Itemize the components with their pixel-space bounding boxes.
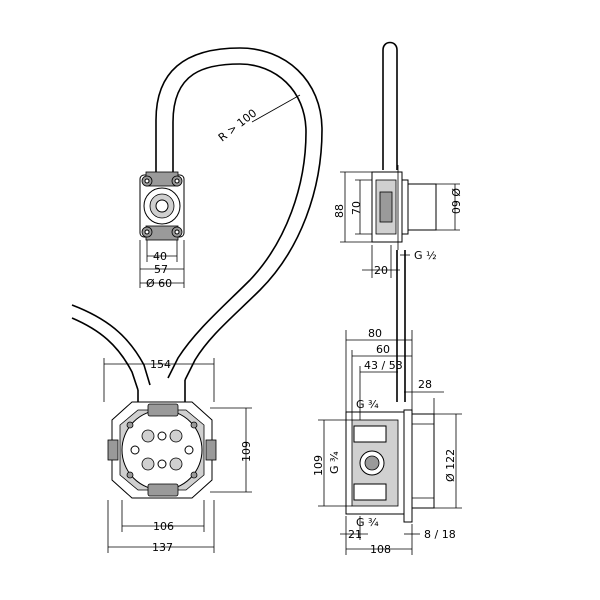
- dim-137: 137: [152, 541, 173, 554]
- side-view-top: [371, 41, 437, 250]
- dim-154: 154: [150, 358, 171, 371]
- front-connector-dims: [139, 240, 185, 288]
- dim-57: 57: [154, 263, 168, 276]
- dim-60-b: 60: [376, 343, 390, 356]
- box-front-dims: [103, 358, 252, 553]
- dim-40: 40: [153, 250, 167, 263]
- radius-leader: [251, 94, 301, 123]
- dim-43-53: 43 / 53: [364, 359, 403, 372]
- label-g34-top: G ¾: [356, 398, 379, 411]
- dim-60-side: Ø 60: [449, 188, 462, 214]
- dim-88: 88: [333, 204, 346, 218]
- dim-28: 28: [418, 378, 432, 391]
- side-view-dims: [340, 171, 460, 278]
- dim-60-diameter: Ø 60: [146, 277, 172, 290]
- box-side-dims: [318, 330, 462, 555]
- box-side-view: [345, 250, 435, 523]
- box-front-view: [107, 380, 217, 499]
- dim-70: 70: [350, 201, 363, 215]
- dim-8-18: 8 / 18: [424, 528, 456, 541]
- dim-109-left: 109: [240, 441, 253, 462]
- dim-109-right: 109: [312, 455, 325, 476]
- hose-loop-top: [155, 47, 323, 381]
- dim-21: 21: [348, 528, 362, 541]
- label-g34-left: G ¾: [328, 451, 341, 474]
- label-g-half: G ½: [414, 249, 437, 262]
- label-g34-bottom: G ¾: [356, 516, 379, 529]
- dim-80: 80: [368, 327, 382, 340]
- dim-108: 108: [370, 543, 391, 556]
- radius-label: R > 100: [216, 107, 259, 145]
- dim-122-diameter: Ø 122: [444, 449, 457, 482]
- hose-left-lower: [71, 304, 151, 391]
- dim-20: 20: [374, 264, 388, 277]
- front-connector: [139, 171, 185, 241]
- dim-106: 106: [153, 520, 174, 533]
